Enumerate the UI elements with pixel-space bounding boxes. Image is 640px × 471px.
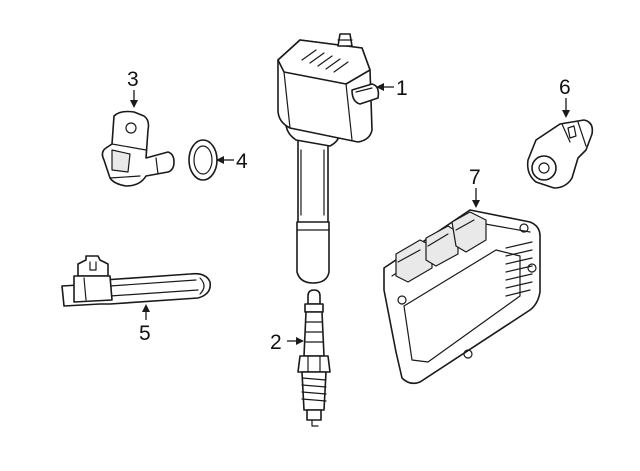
callout-7-label: 7 <box>469 166 481 189</box>
callout-2-label: 2 <box>270 331 282 354</box>
callout-1: 1 <box>376 77 408 100</box>
callout-3: 3 <box>127 68 139 108</box>
callout-4-label: 4 <box>236 150 248 173</box>
callout-5-label: 5 <box>139 322 151 345</box>
camshaft-position-sensor-icon <box>101 110 175 187</box>
callout-2: 2 <box>270 331 304 354</box>
callout-1-label: 1 <box>396 77 408 100</box>
callout-4: 4 <box>216 150 248 173</box>
knock-sensor-icon <box>526 119 594 189</box>
callout-3-label: 3 <box>127 68 139 91</box>
callout-6: 6 <box>559 76 571 118</box>
spark-plug-icon <box>297 289 331 427</box>
engine-control-module-icon <box>383 209 541 385</box>
callout-7: 7 <box>469 166 481 208</box>
ignition-coil-icon <box>277 33 380 284</box>
callout-6-label: 6 <box>559 76 571 99</box>
o-ring-icon <box>188 139 218 181</box>
callout-5: 5 <box>139 304 151 345</box>
crankshaft-position-sensor-icon <box>61 255 212 307</box>
